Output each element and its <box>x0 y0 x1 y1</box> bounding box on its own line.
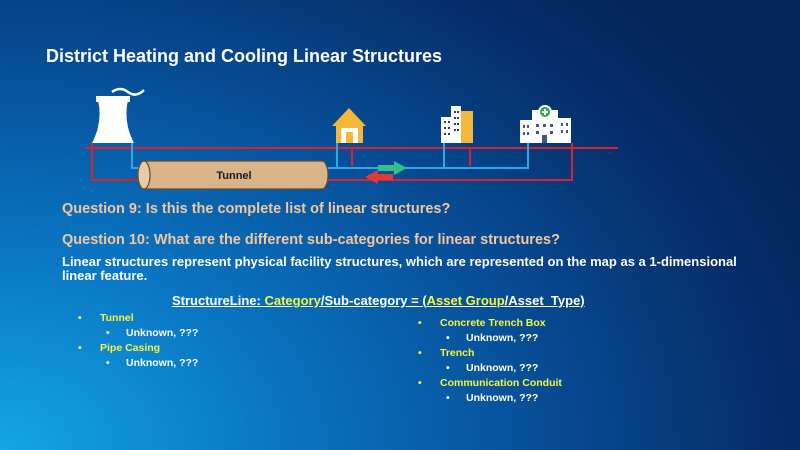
formula-asset-group: Asset Group <box>426 293 505 308</box>
list-item-category: Concrete Trench Box <box>418 316 562 331</box>
formula-middle: /Sub-category = ( <box>320 293 427 308</box>
formula-prefix: StructureLine: <box>172 293 265 308</box>
question-10: Question 10: What are the different sub-… <box>62 232 560 248</box>
list-item-subcategory: Unknown, ??? <box>78 326 198 341</box>
tunnel-shape <box>137 160 329 190</box>
formula-category: Category <box>264 293 321 308</box>
list-item-subcategory: Unknown, ??? <box>78 356 198 371</box>
list-item-subcategory: Unknown, ??? <box>418 391 562 406</box>
right-category-list: Concrete Trench Box Unknown, ??? Trench … <box>418 316 562 406</box>
formula-suffix: /Asset_Type) <box>504 293 585 308</box>
structure-line-formula: StructureLine: Category/Sub-category = (… <box>172 293 585 308</box>
bidirectional-flow-arrows-icon <box>365 161 407 184</box>
list-item-subcategory: Unknown, ??? <box>418 331 562 346</box>
hospital-icon <box>520 105 571 143</box>
slide-title: District Heating and Cooling Linear Stru… <box>46 46 443 66</box>
list-item-category: Communication Conduit <box>418 376 562 391</box>
power-plant-cooling-tower-icon <box>92 87 145 143</box>
description-text: Linear structures represent physical fac… <box>62 254 737 283</box>
left-category-list: Tunnel Unknown, ??? Pipe Casing Unknown,… <box>78 311 198 371</box>
office-buildings-icon <box>441 106 473 143</box>
list-item-category: Pipe Casing <box>78 341 198 356</box>
list-item-category: Trench <box>418 346 562 361</box>
question-9: Question 9: Is this the complete list of… <box>62 201 451 217</box>
tunnel-label: Tunnel <box>216 170 251 182</box>
list-item-subcategory: Unknown, ??? <box>418 361 562 376</box>
supply-pipe-line <box>85 143 618 181</box>
return-pipe-line <box>131 143 529 169</box>
house-icon <box>332 108 366 143</box>
list-item-category: Tunnel <box>78 311 198 326</box>
